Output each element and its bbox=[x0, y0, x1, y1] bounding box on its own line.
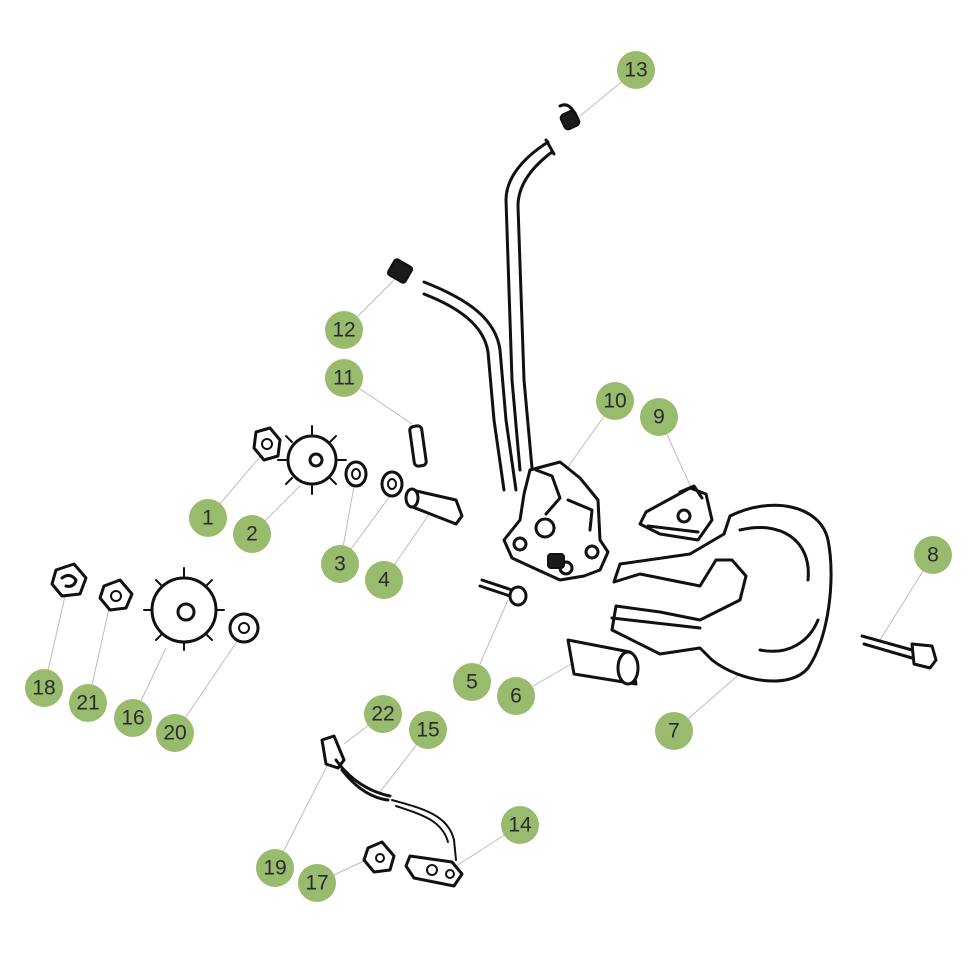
part-15-rod bbox=[391, 799, 457, 861]
svg-text:1: 1 bbox=[202, 507, 214, 530]
svg-text:10: 10 bbox=[603, 390, 626, 413]
svg-text:7: 7 bbox=[668, 720, 680, 743]
part-3-washers bbox=[344, 460, 404, 498]
callout-9: 9 bbox=[640, 398, 678, 436]
svg-text:12: 12 bbox=[332, 319, 355, 342]
callout-16: 16 bbox=[114, 699, 152, 737]
svg-text:5: 5 bbox=[466, 671, 478, 694]
svg-text:19: 19 bbox=[263, 857, 286, 880]
callout-6: 6 bbox=[497, 677, 535, 715]
svg-text:17: 17 bbox=[305, 872, 328, 895]
svg-text:21: 21 bbox=[76, 692, 99, 715]
part-12-pipe-cap bbox=[386, 258, 414, 284]
callout-18: 18 bbox=[25, 669, 63, 707]
part-2-gear bbox=[277, 425, 347, 495]
svg-text:13: 13 bbox=[624, 59, 647, 82]
callout-10: 10 bbox=[596, 382, 634, 420]
svg-text:18: 18 bbox=[32, 677, 55, 700]
part-6-spacer bbox=[566, 638, 640, 686]
svg-text:20: 20 bbox=[163, 722, 186, 745]
callout-21: 21 bbox=[69, 684, 107, 722]
callout-1: 1 bbox=[189, 499, 227, 537]
svg-text:2: 2 bbox=[246, 523, 258, 546]
part-9-bracket bbox=[638, 484, 714, 542]
callout-8: 8 bbox=[914, 536, 952, 574]
part-5-screw bbox=[478, 578, 528, 607]
part-10-oil-pump-body bbox=[502, 460, 610, 582]
svg-text:9: 9 bbox=[653, 406, 665, 429]
callout-11: 11 bbox=[325, 359, 363, 397]
part-17-nut bbox=[362, 840, 396, 874]
part-1-nut bbox=[252, 426, 282, 462]
svg-text:3: 3 bbox=[334, 553, 346, 576]
part-21-nut bbox=[98, 578, 134, 612]
part-18-clip bbox=[50, 562, 88, 598]
svg-text:4: 4 bbox=[378, 569, 390, 592]
callout-22: 22 bbox=[364, 695, 402, 733]
callout-20: 20 bbox=[156, 714, 194, 752]
callout-15: 15 bbox=[409, 711, 447, 749]
callout-17: 17 bbox=[298, 864, 336, 902]
svg-text:6: 6 bbox=[510, 685, 522, 708]
part-19-link bbox=[334, 758, 392, 802]
part-16-large-gear bbox=[143, 567, 225, 651]
svg-text:11: 11 bbox=[333, 367, 355, 390]
callout-12: 12 bbox=[325, 311, 363, 349]
callout-4: 4 bbox=[365, 561, 403, 599]
svg-text:14: 14 bbox=[508, 814, 532, 837]
callouts: 13 12 11 10 9 1 2 8 3 4 5 18 6 21 22 16 … bbox=[25, 51, 952, 902]
svg-text:8: 8 bbox=[927, 544, 939, 567]
part-8-bolt bbox=[860, 634, 938, 670]
svg-text:22: 22 bbox=[371, 703, 394, 726]
oil-pipe-short bbox=[422, 280, 518, 492]
callout-14: 14 bbox=[501, 806, 539, 844]
callout-3: 3 bbox=[321, 545, 359, 583]
part-7-cover bbox=[610, 503, 833, 683]
part-20-washer bbox=[228, 612, 260, 644]
part-11-pin bbox=[408, 424, 428, 468]
callout-13: 13 bbox=[617, 51, 655, 89]
callout-5: 5 bbox=[453, 663, 491, 701]
svg-text:16: 16 bbox=[121, 707, 144, 730]
leader-lines bbox=[43, 69, 934, 884]
oil-pipe-long bbox=[504, 138, 556, 472]
part-4-shaft bbox=[404, 487, 464, 526]
callout-7: 7 bbox=[655, 712, 693, 750]
part-14-clamp bbox=[404, 854, 464, 888]
part-13-pipe-cap bbox=[558, 103, 581, 131]
svg-text:15: 15 bbox=[416, 719, 439, 742]
callout-19: 19 bbox=[256, 849, 294, 887]
part-22-lever bbox=[320, 734, 346, 770]
callout-2: 2 bbox=[233, 515, 271, 553]
